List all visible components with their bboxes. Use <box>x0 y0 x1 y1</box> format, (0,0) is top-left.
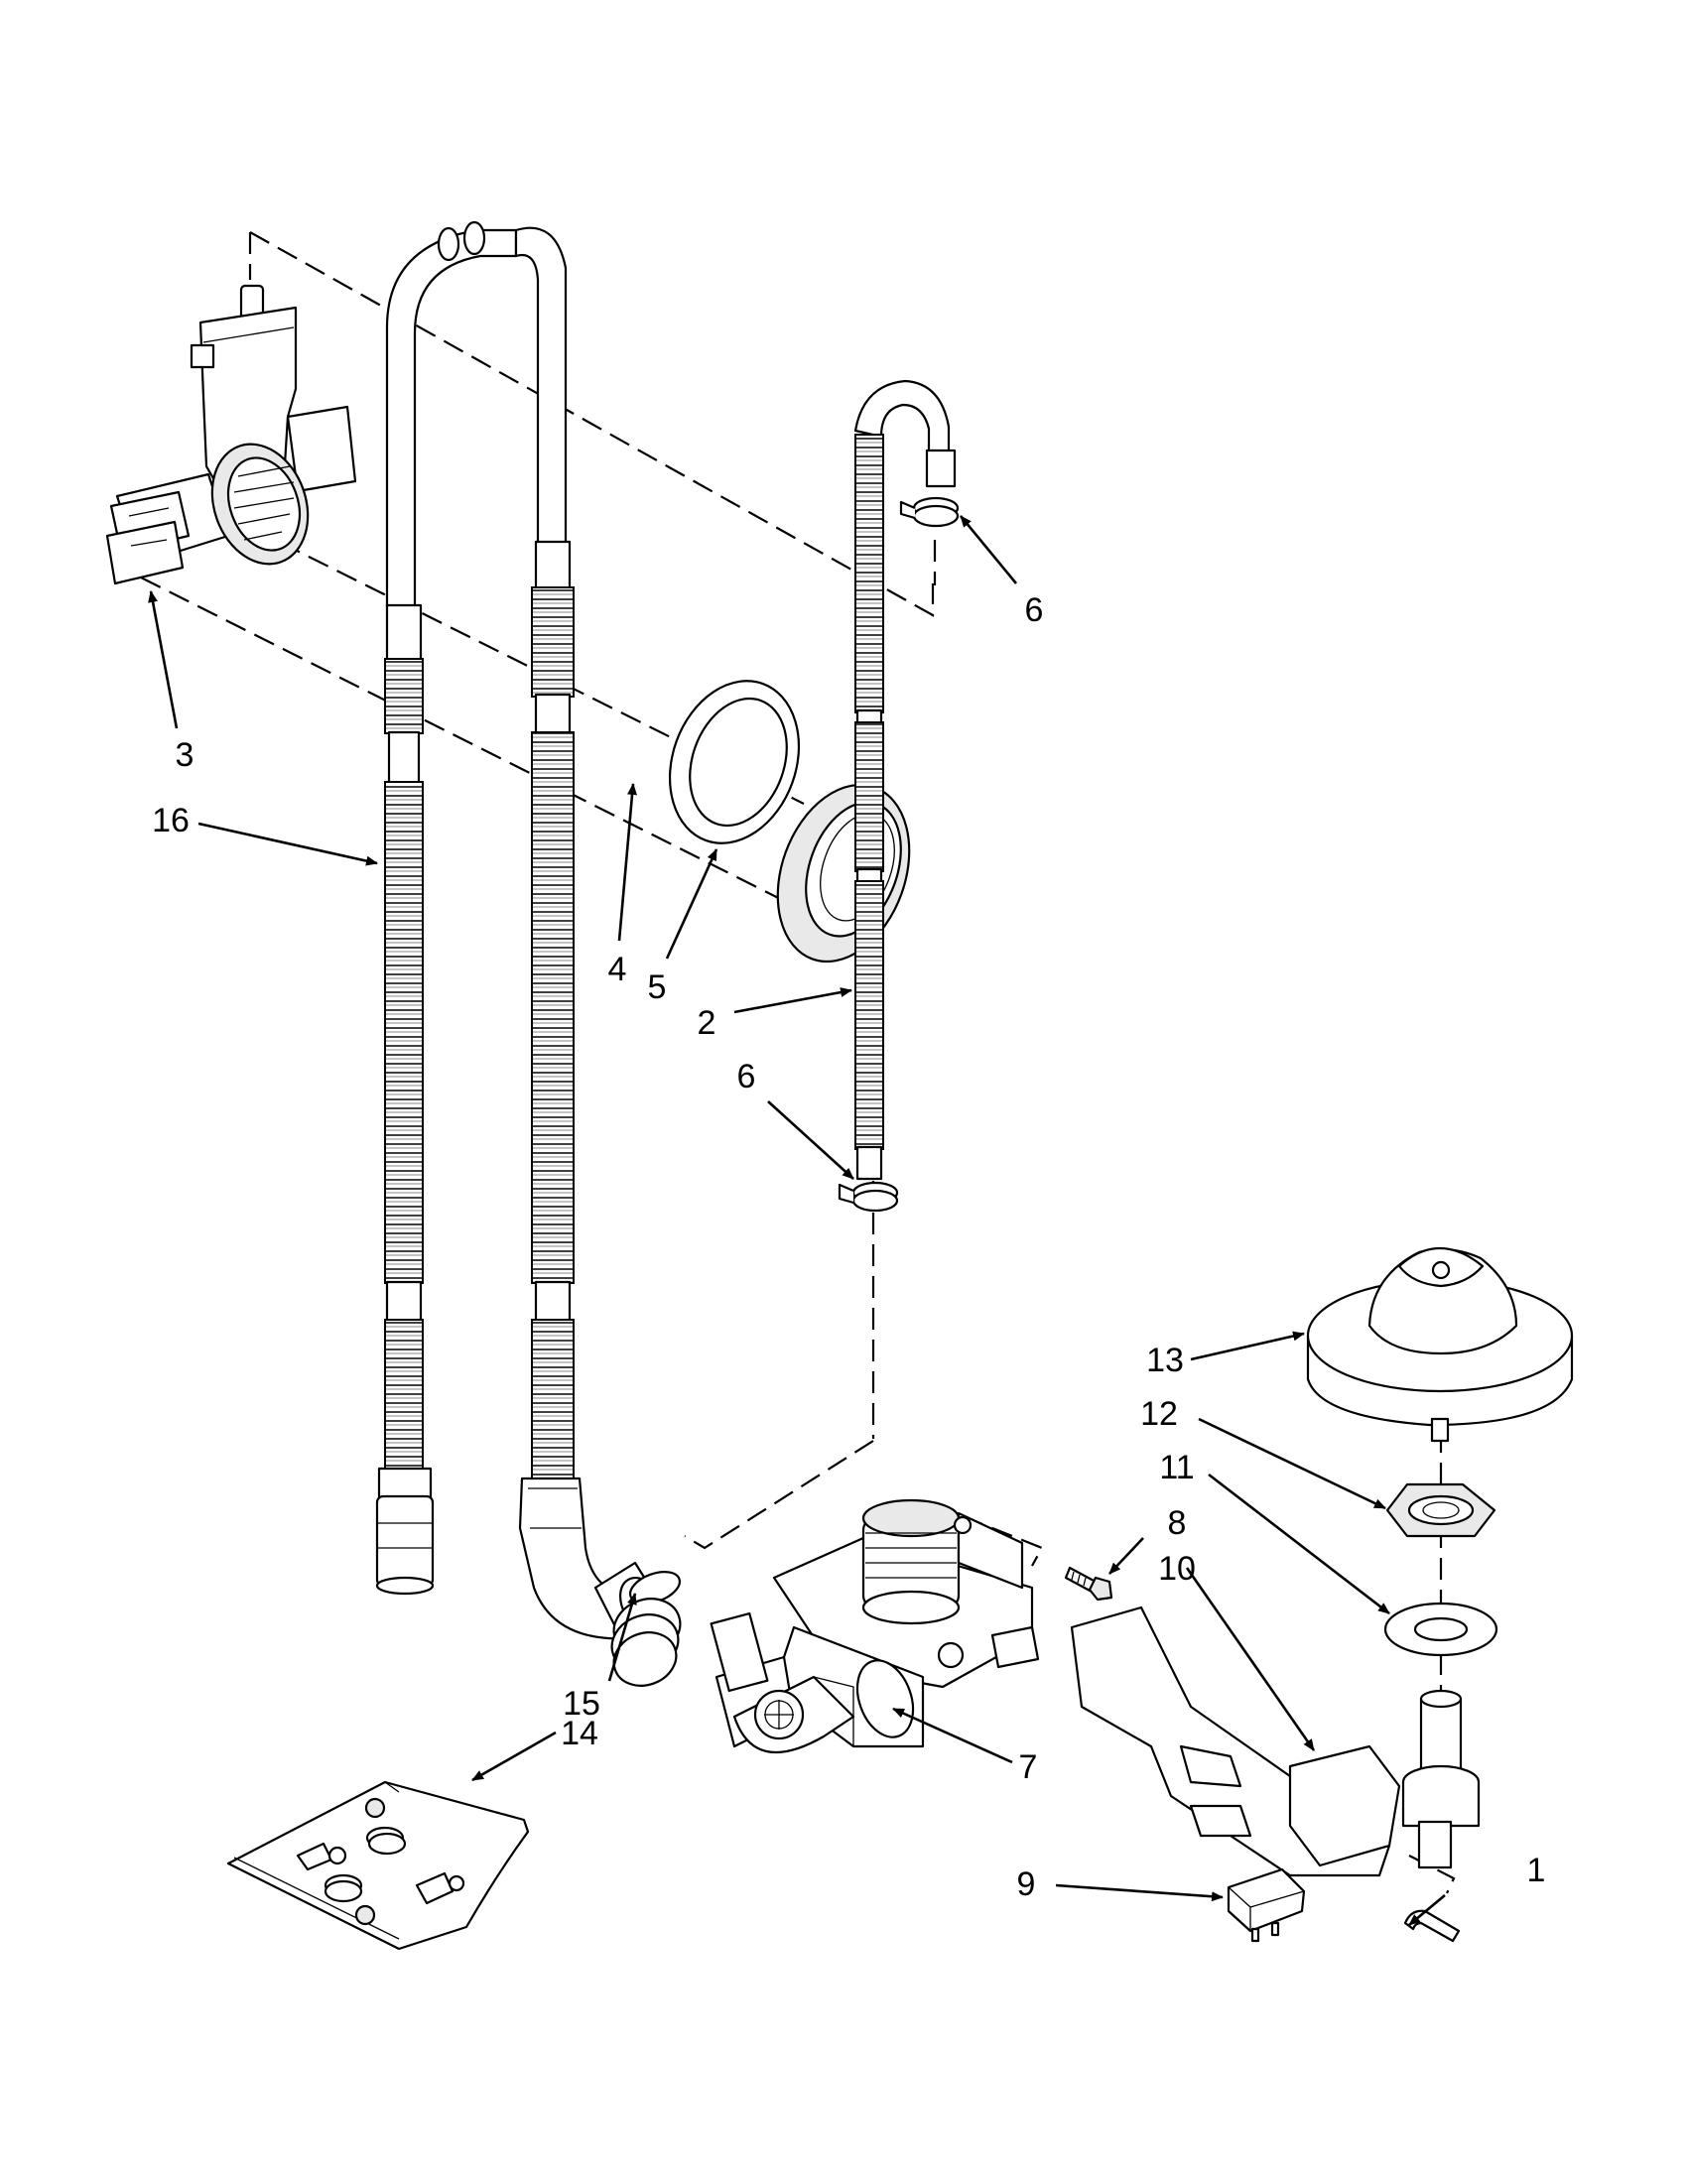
callout-7: 7 <box>1019 1748 1038 1786</box>
leader-4 <box>617 783 638 942</box>
callout-6-lower: 6 <box>737 1058 756 1095</box>
part-8-screw <box>1064 1566 1113 1602</box>
callout-6-upper: 6 <box>1025 591 1044 629</box>
callout-9: 9 <box>1017 1865 1036 1903</box>
part-6-clamp-lower <box>838 1181 899 1213</box>
leader-1 <box>1408 1894 1446 1926</box>
part-11-washer <box>1383 1602 1498 1657</box>
part-12-hex-nut <box>1385 1482 1496 1538</box>
part-3-fill-funnel <box>105 284 357 585</box>
leader-8 <box>1108 1537 1144 1575</box>
leader-3 <box>148 590 179 729</box>
callout-12: 12 <box>1140 1395 1178 1433</box>
part-14-hardware-kit <box>226 1780 530 1951</box>
callout-14: 14 <box>561 1715 598 1752</box>
callout-15: 15 <box>563 1685 600 1723</box>
leader-12 <box>1198 1417 1386 1510</box>
leader-16 <box>197 822 378 866</box>
callout-8: 8 <box>1168 1504 1187 1542</box>
callout-5: 5 <box>648 968 667 1006</box>
part-16-drain-hose <box>375 220 668 1644</box>
leader-6-lower <box>767 1100 854 1180</box>
callout-3: 3 <box>176 736 195 774</box>
callout-2: 2 <box>698 1004 716 1042</box>
part-4-gasket <box>668 680 801 844</box>
callout-11: 11 <box>1159 1449 1194 1486</box>
part-10-bracket <box>1070 1606 1481 1877</box>
leader-2 <box>733 987 852 1014</box>
part-1-clip <box>1403 1909 1461 1943</box>
leader-9 <box>1055 1883 1224 1902</box>
leader-10 <box>1185 1567 1316 1751</box>
leader-lines <box>148 515 1446 1926</box>
part-13-cover <box>1306 1247 1574 1443</box>
callout-1: 1 <box>1527 1852 1546 1889</box>
part-7-pump-assembly <box>710 1498 1040 1754</box>
callout-16: 16 <box>152 802 190 839</box>
leader-7 <box>892 1707 1013 1764</box>
callout-10: 10 <box>1158 1550 1196 1588</box>
leader-15 <box>607 1593 637 1682</box>
leader-11 <box>1208 1473 1390 1615</box>
part-6-clamp-upper <box>899 496 960 528</box>
callout-labels: 1 2 3 4 5 6 6 7 8 9 10 11 12 13 14 15 16 <box>152 591 1545 1903</box>
leader-5 <box>665 848 718 960</box>
part-2-corrugated-hose <box>853 379 957 1181</box>
leader-6-upper <box>959 515 1018 584</box>
callout-4: 4 <box>608 951 627 988</box>
callout-13: 13 <box>1146 1342 1184 1379</box>
leader-14 <box>471 1731 557 1782</box>
part-9-switch <box>1227 1867 1306 1943</box>
leader-13 <box>1190 1331 1305 1361</box>
